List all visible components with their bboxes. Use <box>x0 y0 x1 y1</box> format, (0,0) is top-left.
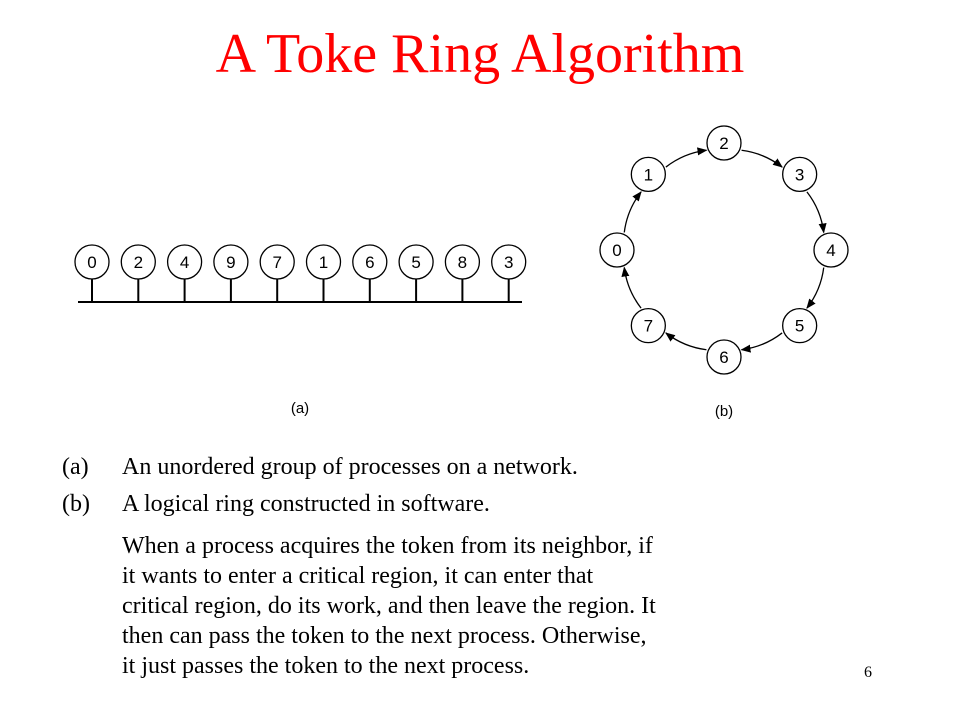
ring-arrow <box>621 266 642 309</box>
bus-node <box>305 244 342 280</box>
ring-arrow <box>665 332 707 351</box>
paragraph-line: then can pass the token to the next proc… <box>122 623 647 649</box>
paragraph-line: it just passes the token to the next pro… <box>122 653 530 679</box>
ring-node <box>630 308 666 344</box>
slide-number: 6 <box>864 664 872 681</box>
ring-node <box>706 125 742 161</box>
ring-arrow <box>806 191 827 234</box>
item-b-text: A logical ring constructed in software. <box>122 491 490 517</box>
ring-caption: (b) <box>715 403 733 420</box>
bus-node <box>398 244 434 280</box>
bus-node-label: 6 <box>365 253 374 272</box>
ring-arrow <box>740 332 783 353</box>
item-b-label: (b) <box>62 491 90 517</box>
slide-title: A Toke Ring Algorithm <box>215 23 745 85</box>
paragraph-line: When a process acquires the token from i… <box>122 533 653 559</box>
token-ring-diagram: 0 2 4 9 7 1 6 5 8 3 (a) 0 1 2 3 4 5 6 7 (b) <box>74 125 849 420</box>
bus-node <box>213 244 249 280</box>
ring-arrow <box>623 191 642 233</box>
ring-arrow <box>665 147 708 168</box>
ring-node <box>782 308 818 344</box>
ring-node-label: 4 <box>826 241 835 260</box>
bus-node-label: 1 <box>319 253 328 272</box>
logical-ring-diagram: 0 1 2 3 4 5 6 7 (b) <box>599 125 849 420</box>
paragraph-line: it wants to enter a critical region, it … <box>122 563 594 589</box>
bus-node <box>166 244 203 280</box>
bus-node <box>259 244 295 280</box>
bus-node <box>74 244 110 280</box>
bus-node-label: 0 <box>87 253 96 272</box>
paragraph-line: critical region, do its work, and then l… <box>122 593 656 619</box>
ring-node-label: 5 <box>795 317 804 336</box>
ring-node <box>706 339 742 375</box>
item-a-label: (a) <box>62 454 89 480</box>
bus-caption: (a) <box>291 400 309 417</box>
bus-network-diagram: 0 2 4 9 7 1 6 5 8 3 (a) <box>74 244 527 417</box>
ring-arrow <box>741 149 783 168</box>
token-description-paragraph: When a process acquires the token from i… <box>122 531 842 681</box>
bus-node <box>444 244 481 280</box>
ring-node-label: 3 <box>795 165 804 184</box>
explanation-text: (a) An unordered group of processes on a… <box>62 452 862 681</box>
item-a-text: An unordered group of processes on a net… <box>122 454 578 480</box>
bus-node-label: 4 <box>180 253 189 272</box>
ring-node-label: 6 <box>719 348 728 367</box>
bus-node-label: 7 <box>272 253 281 272</box>
ring-arrow <box>806 267 825 309</box>
item-a: (a) An unordered group of processes on a… <box>62 452 862 482</box>
ring-node <box>813 232 849 268</box>
bus-node <box>352 244 388 280</box>
item-b: (b) A logical ring constructed in softwa… <box>62 489 862 519</box>
ring-node-label: 0 <box>612 241 621 260</box>
bus-node-label: 3 <box>504 253 513 272</box>
bus-node <box>491 244 527 280</box>
ring-node <box>599 232 635 268</box>
bus-node-label: 2 <box>134 253 143 272</box>
bus-node-label: 9 <box>226 253 235 272</box>
ring-node-label: 7 <box>644 317 653 336</box>
bus-node-label: 5 <box>411 253 420 272</box>
bus-node-label: 8 <box>458 253 467 272</box>
ring-node-label: 2 <box>719 134 728 153</box>
ring-node <box>782 156 818 192</box>
ring-node <box>630 156 666 192</box>
bus-node <box>120 244 156 280</box>
ring-node-label: 1 <box>644 165 653 184</box>
